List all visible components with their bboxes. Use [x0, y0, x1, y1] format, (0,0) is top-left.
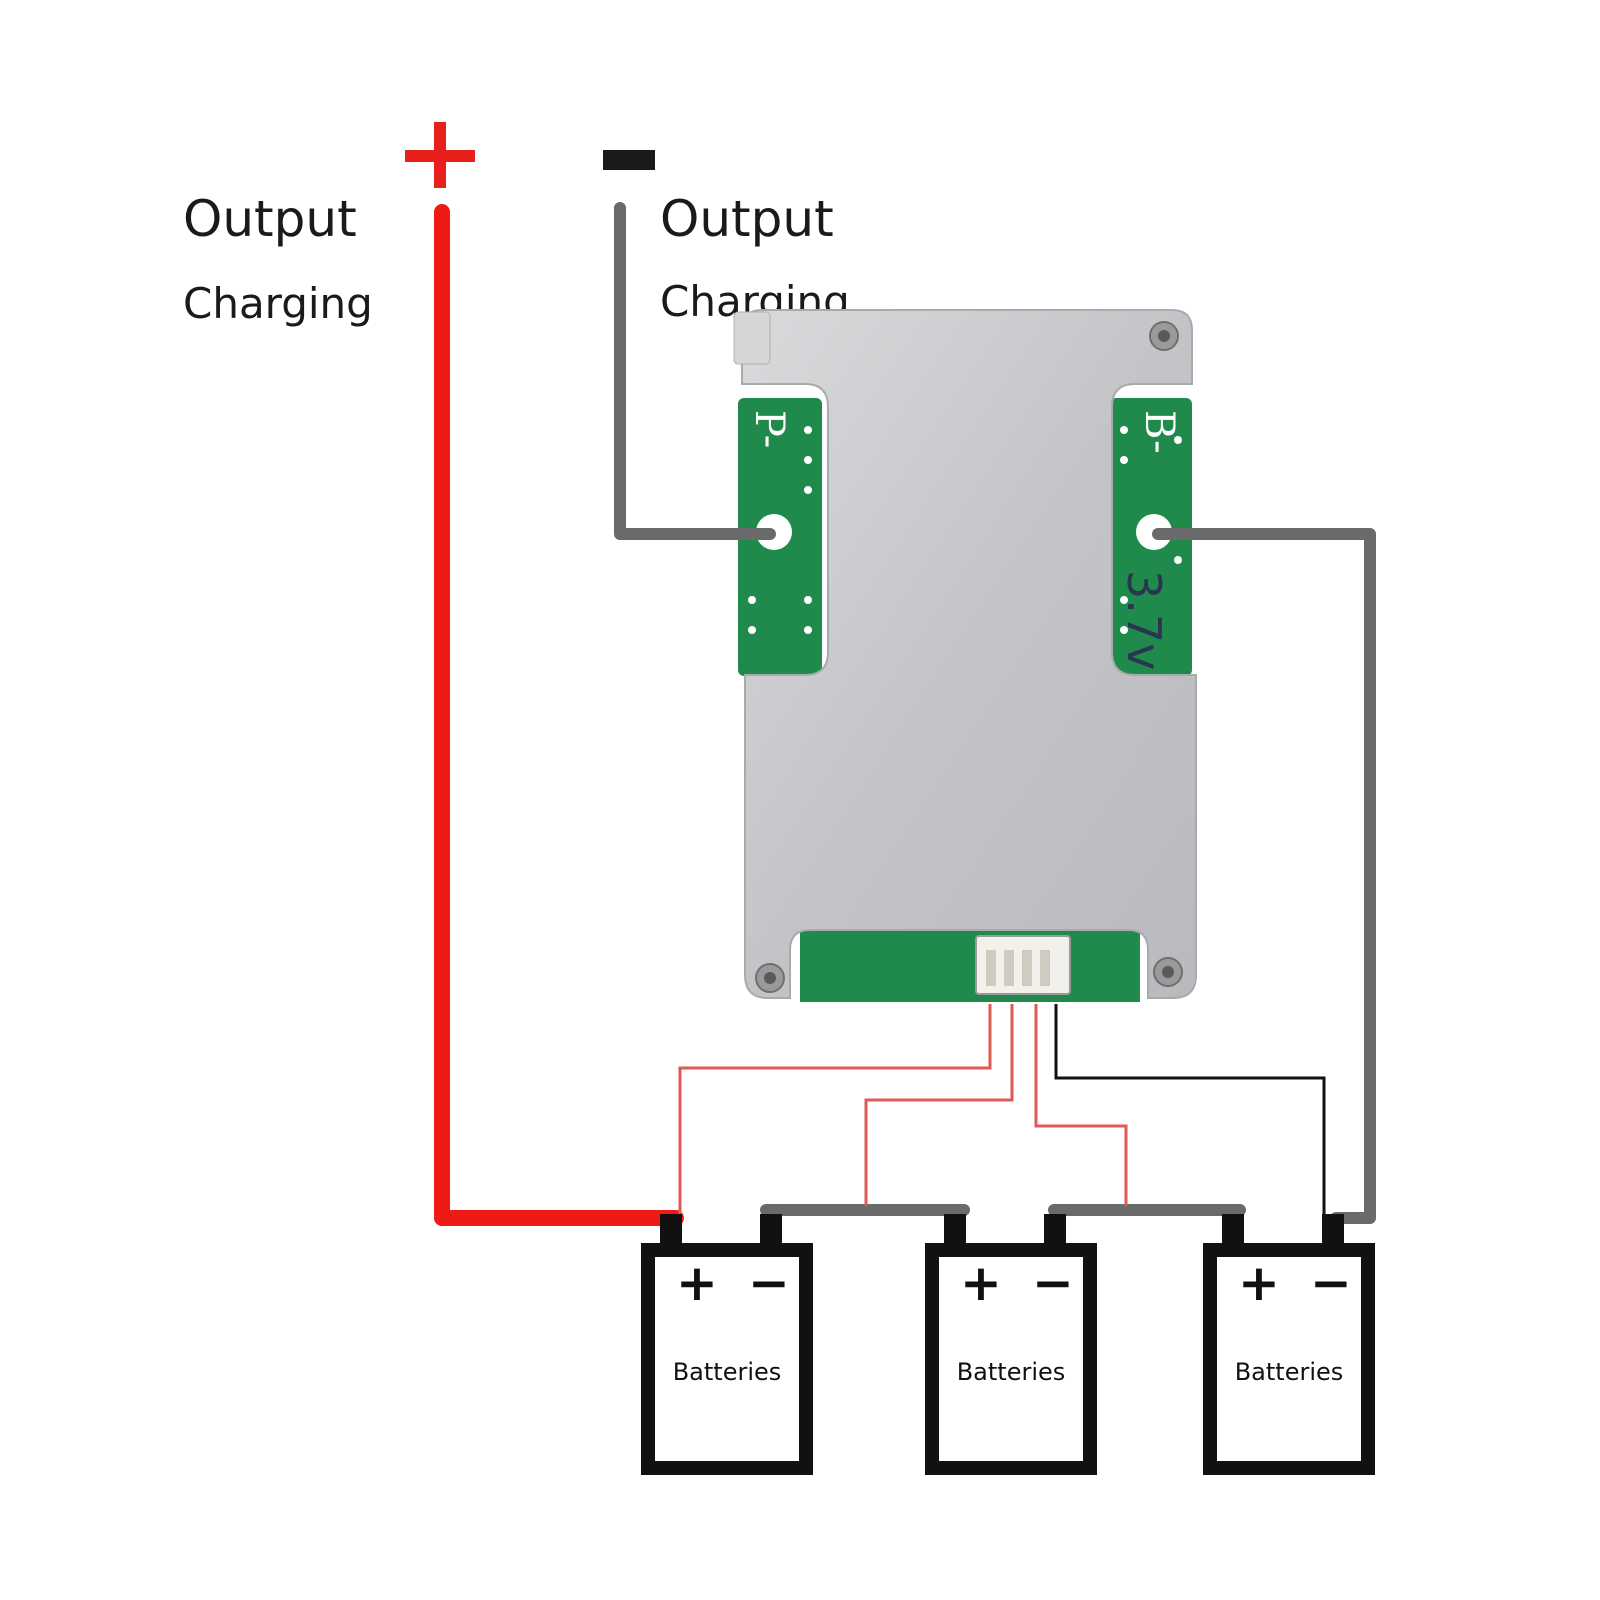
balance-wire-1	[678, 1004, 992, 1214]
standoff	[733, 311, 771, 365]
battery-minus-sign: −	[1032, 1254, 1074, 1312]
bms-board: P- B- 3.7v	[733, 309, 1197, 1002]
positive-output-wire	[434, 204, 684, 1226]
screw-icon	[1149, 321, 1179, 351]
battery-minus-sign: −	[1310, 1254, 1352, 1312]
left-output-label: Output	[183, 190, 357, 248]
pcb-bottom-strip	[800, 922, 1140, 1002]
b-minus-label: B-	[1136, 410, 1182, 454]
balance-wire-3	[1034, 1004, 1128, 1206]
screw-icon	[1153, 957, 1183, 987]
battery-minus-sign: −	[748, 1254, 790, 1312]
battery-label: Batteries	[957, 1358, 1066, 1386]
battery-plus-sign: +	[960, 1254, 1002, 1312]
balance-wire-black	[1054, 1004, 1326, 1214]
battery-3: + − Batteries	[1203, 1214, 1375, 1475]
balance-connector-pins	[986, 950, 1050, 986]
battery-label: Batteries	[673, 1358, 782, 1386]
balance-wire-2	[864, 1004, 1014, 1206]
battery-plus-sign: +	[676, 1254, 718, 1312]
battery-plus-sign: +	[1238, 1254, 1280, 1312]
left-charging-label: Charging	[183, 279, 373, 328]
battery-2: + − Batteries	[925, 1214, 1097, 1475]
positive-symbol-icon	[405, 122, 475, 188]
negative-symbol-icon	[603, 150, 655, 170]
heatsink-plate	[741, 309, 1197, 999]
screw-icon	[755, 963, 785, 993]
voltage-label: 3.7v	[1117, 570, 1171, 670]
battery-1: + − Batteries	[641, 1214, 813, 1475]
p-minus-label: P-	[746, 410, 792, 448]
right-output-label: Output	[660, 190, 834, 248]
b-minus-wire	[1152, 528, 1376, 1224]
pcb-vias	[748, 426, 1182, 634]
battery-label: Batteries	[1235, 1358, 1344, 1386]
negative-output-wire	[614, 202, 776, 540]
